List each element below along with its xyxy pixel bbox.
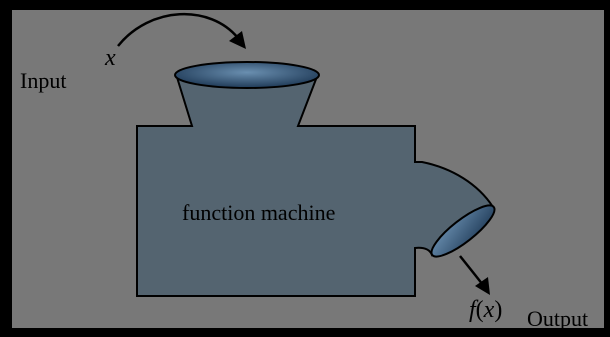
output-function-close-paren: ) xyxy=(494,297,502,323)
output-function-open-paren: ( xyxy=(476,297,484,323)
output-function-name: f xyxy=(469,297,476,323)
output-function: f(x) xyxy=(469,298,502,322)
input-label: Input xyxy=(20,70,66,92)
output-label: Output xyxy=(527,308,588,330)
machine-label: function machine xyxy=(182,202,335,224)
input-arrow-icon xyxy=(118,14,238,46)
machine-body xyxy=(137,74,493,296)
input-arrowhead-icon xyxy=(229,31,246,49)
funnel-opening xyxy=(175,62,319,88)
input-variable: x xyxy=(105,46,116,70)
output-function-arg: x xyxy=(484,297,495,323)
output-arrowhead-icon xyxy=(475,277,490,295)
output-arrow-icon xyxy=(460,256,483,285)
